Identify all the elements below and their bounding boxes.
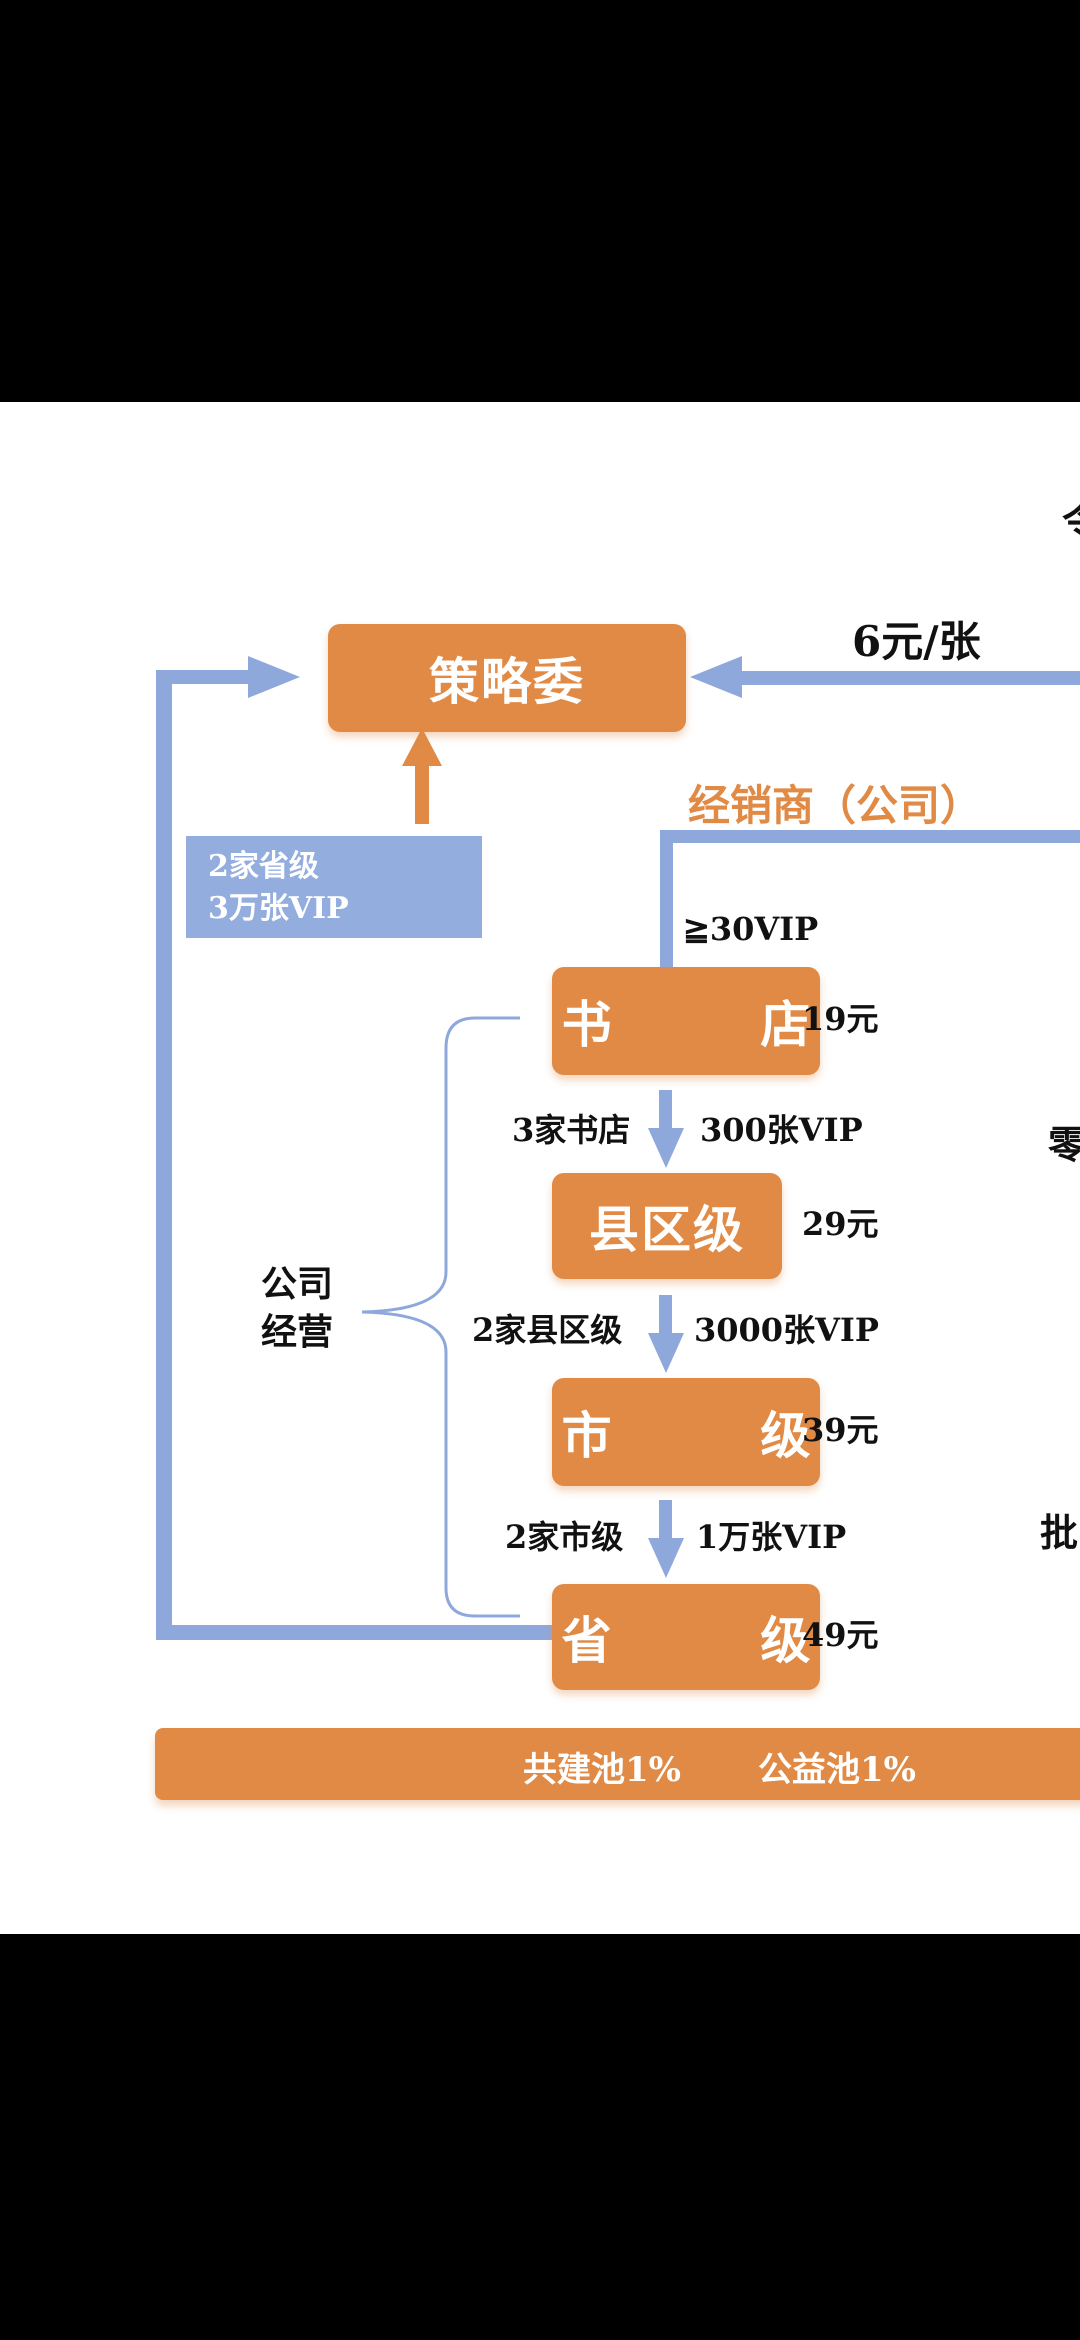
committee-condition-line2: 3万张VIP: [208, 891, 349, 926]
pool-bar: 共建池1% 公益池1%: [155, 1728, 1080, 1800]
condition-bookstore-count: 3家书店: [512, 1111, 631, 1149]
loop-top-horizontal: [156, 670, 271, 684]
price-bookstore: 19元: [802, 1000, 879, 1038]
arrow-city-province-shaft: [659, 1500, 672, 1544]
min-vip-label: ≧30VIP: [683, 910, 819, 948]
edge-fragment-retail: 零: [1048, 1122, 1080, 1167]
fee-label: 6元/张: [852, 617, 981, 666]
pool-build: 共建池1%: [523, 1750, 681, 1790]
arrow-bookstore-county-shaft: [659, 1090, 672, 1134]
dealer-line-vertical: [660, 830, 673, 976]
edge-fragment-wholesale: 批: [1040, 1510, 1079, 1555]
committee-condition-line1: 2家省级: [208, 849, 319, 884]
fee-line: [735, 671, 1080, 685]
price-province: 49元: [802, 1616, 879, 1654]
node-committee: 策略委: [328, 624, 686, 732]
arrow-into-committee-left: [248, 656, 300, 698]
arrow-bookstore-county-head: [648, 1128, 684, 1168]
dealer-label: 经销商（公司）: [688, 781, 983, 830]
arrow-county-city-shaft: [659, 1295, 672, 1339]
pool-charity: 公益池1%: [758, 1750, 916, 1790]
node-city: 市 级: [552, 1378, 820, 1486]
condition-city-count: 2家市级: [505, 1518, 624, 1556]
diagram-canvas: 策略委 书 店 县区级 市 级 省 级 19元 29元 39元 49元 3家书店…: [0, 402, 1080, 1934]
node-county: 县区级: [552, 1173, 782, 1279]
edge-fragment-top: 令: [1062, 490, 1080, 548]
node-province: 省 级: [552, 1584, 820, 1690]
loop-left-vertical: [156, 670, 172, 1640]
condition-county-vip: 3000张VIP: [694, 1311, 879, 1349]
condition-county-count: 2家县区级: [472, 1311, 623, 1349]
price-city: 39元: [802, 1411, 879, 1449]
up-arrow-head: [402, 728, 442, 766]
loop-bottom-horizontal: [156, 1625, 556, 1640]
arrow-into-committee-right: [690, 656, 742, 698]
company-bracket: [361, 1016, 520, 1618]
up-arrow-shaft: [415, 762, 429, 824]
arrow-city-province-head: [648, 1538, 684, 1578]
arrow-county-city-head: [648, 1333, 684, 1373]
node-bookstore: 书 店: [552, 967, 820, 1075]
condition-city-vip: 1万张VIP: [696, 1518, 847, 1556]
condition-bookstore-vip: 300张VIP: [700, 1111, 863, 1149]
committee-condition-box: 2家省级 3万张VIP: [186, 836, 482, 938]
company-operation-label: 公司经营: [260, 1263, 333, 1353]
price-county: 29元: [802, 1205, 879, 1243]
dealer-line-horizontal: [660, 830, 1080, 843]
